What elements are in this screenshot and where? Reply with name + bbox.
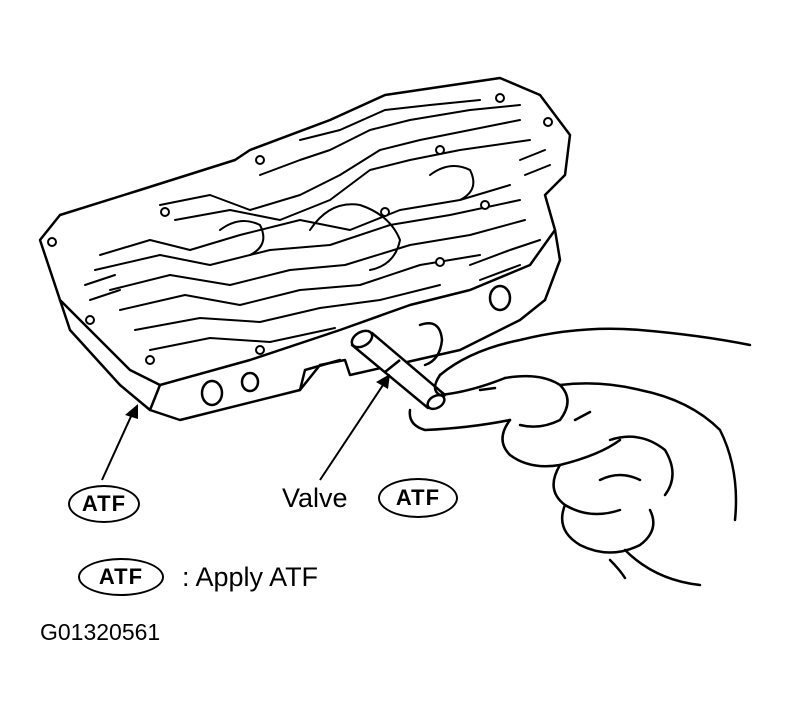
valve-part — [350, 329, 447, 411]
figure-id: G01320561 — [40, 619, 161, 645]
valve-label: Valve — [282, 483, 348, 513]
atf-badge-legend-text: ATF — [98, 564, 144, 589]
atf-badge-valve: ATF — [378, 478, 458, 518]
atf-badge-left: ATF — [68, 485, 140, 523]
valve-body-outline — [38, 76, 572, 387]
atf-badge-left-text: ATF — [81, 491, 127, 516]
leader-lines — [101, 381, 386, 481]
legend-text: : Apply ATF — [182, 562, 319, 592]
atf-badge-legend: ATF — [78, 558, 164, 596]
fluid-passages — [84, 99, 551, 351]
leader-arrowheads — [125, 374, 390, 419]
atf-badge-valve-text: ATF — [395, 485, 441, 510]
hand-illustration — [408, 327, 752, 587]
bolt-holes — [47, 93, 553, 365]
